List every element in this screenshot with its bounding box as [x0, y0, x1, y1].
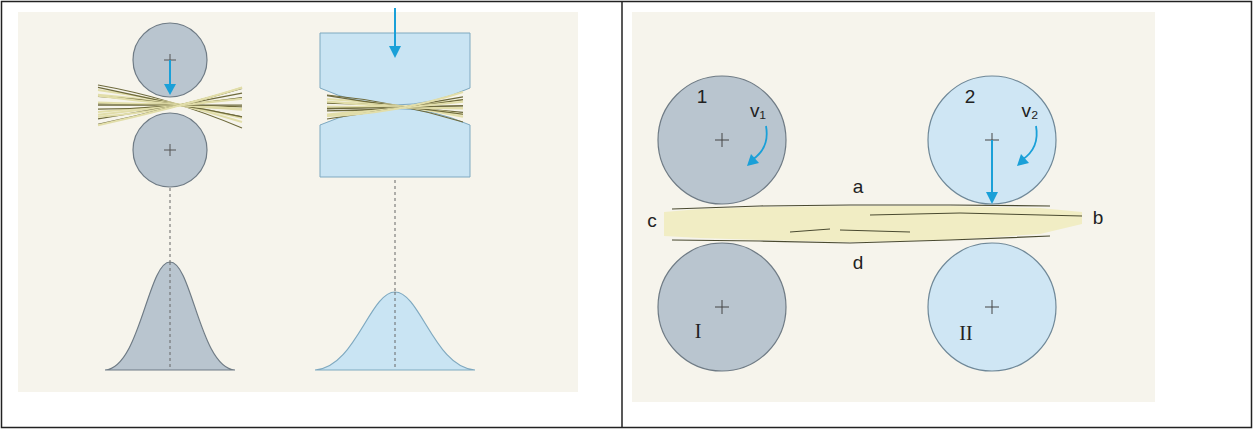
strand-edge [672, 236, 1050, 243]
roller [658, 76, 786, 204]
rotation-arrow [752, 126, 767, 160]
center-line [170, 262, 171, 370]
pressure-arrow [394, 8, 396, 48]
point-letter: c [647, 211, 657, 230]
pressure-arrow [991, 140, 993, 193]
roller [133, 23, 207, 97]
roller [658, 243, 786, 371]
roller [928, 243, 1056, 371]
center-line [395, 292, 396, 370]
roller-axis [715, 133, 729, 147]
arrow-head [164, 84, 176, 95]
fiber-strand [664, 206, 1082, 242]
roller-circle: 1 [657, 75, 787, 205]
roller-circle: 2 [927, 75, 1057, 205]
speed-label: v₂ [1022, 101, 1039, 120]
strand-edge [672, 205, 1050, 209]
strand-fiber [870, 213, 1082, 216]
point-letter: a [853, 177, 864, 196]
roller-circle: II [927, 242, 1057, 372]
arrow-head [747, 154, 759, 166]
roller [928, 76, 1056, 204]
table-divider [621, 1, 623, 428]
arrow-head [1017, 154, 1029, 166]
fiber [327, 92, 463, 116]
clamp-plate [320, 109, 470, 178]
roller-circle: I [657, 242, 787, 372]
point-letter: b [1093, 208, 1104, 227]
panel-ground [18, 12, 578, 392]
point-letter: d [853, 253, 864, 272]
roller-outline [927, 242, 1057, 372]
strand-fiber [790, 229, 910, 232]
panel-ground [632, 12, 1155, 402]
pressure-arrow [169, 60, 171, 86]
arrow-head [986, 192, 998, 204]
roller-outline [657, 242, 787, 372]
roller-number: 2 [965, 87, 976, 106]
roller-number: I [695, 321, 702, 341]
rotation-arrow [1022, 126, 1037, 160]
fiber [98, 85, 242, 128]
fiber [327, 100, 463, 115]
roller-number: II [959, 323, 972, 343]
roller-axis [985, 300, 999, 314]
distribution-curve [315, 292, 475, 370]
roller-outline [927, 75, 1057, 205]
fiber-bundle [98, 85, 463, 128]
roller-axis [715, 300, 729, 314]
center-line [395, 180, 396, 370]
distribution-curve [105, 262, 235, 370]
speed-label: v₁ [750, 101, 766, 120]
roller-number: 1 [697, 87, 708, 106]
roller-outline [657, 75, 787, 205]
arrow-head [389, 46, 401, 58]
